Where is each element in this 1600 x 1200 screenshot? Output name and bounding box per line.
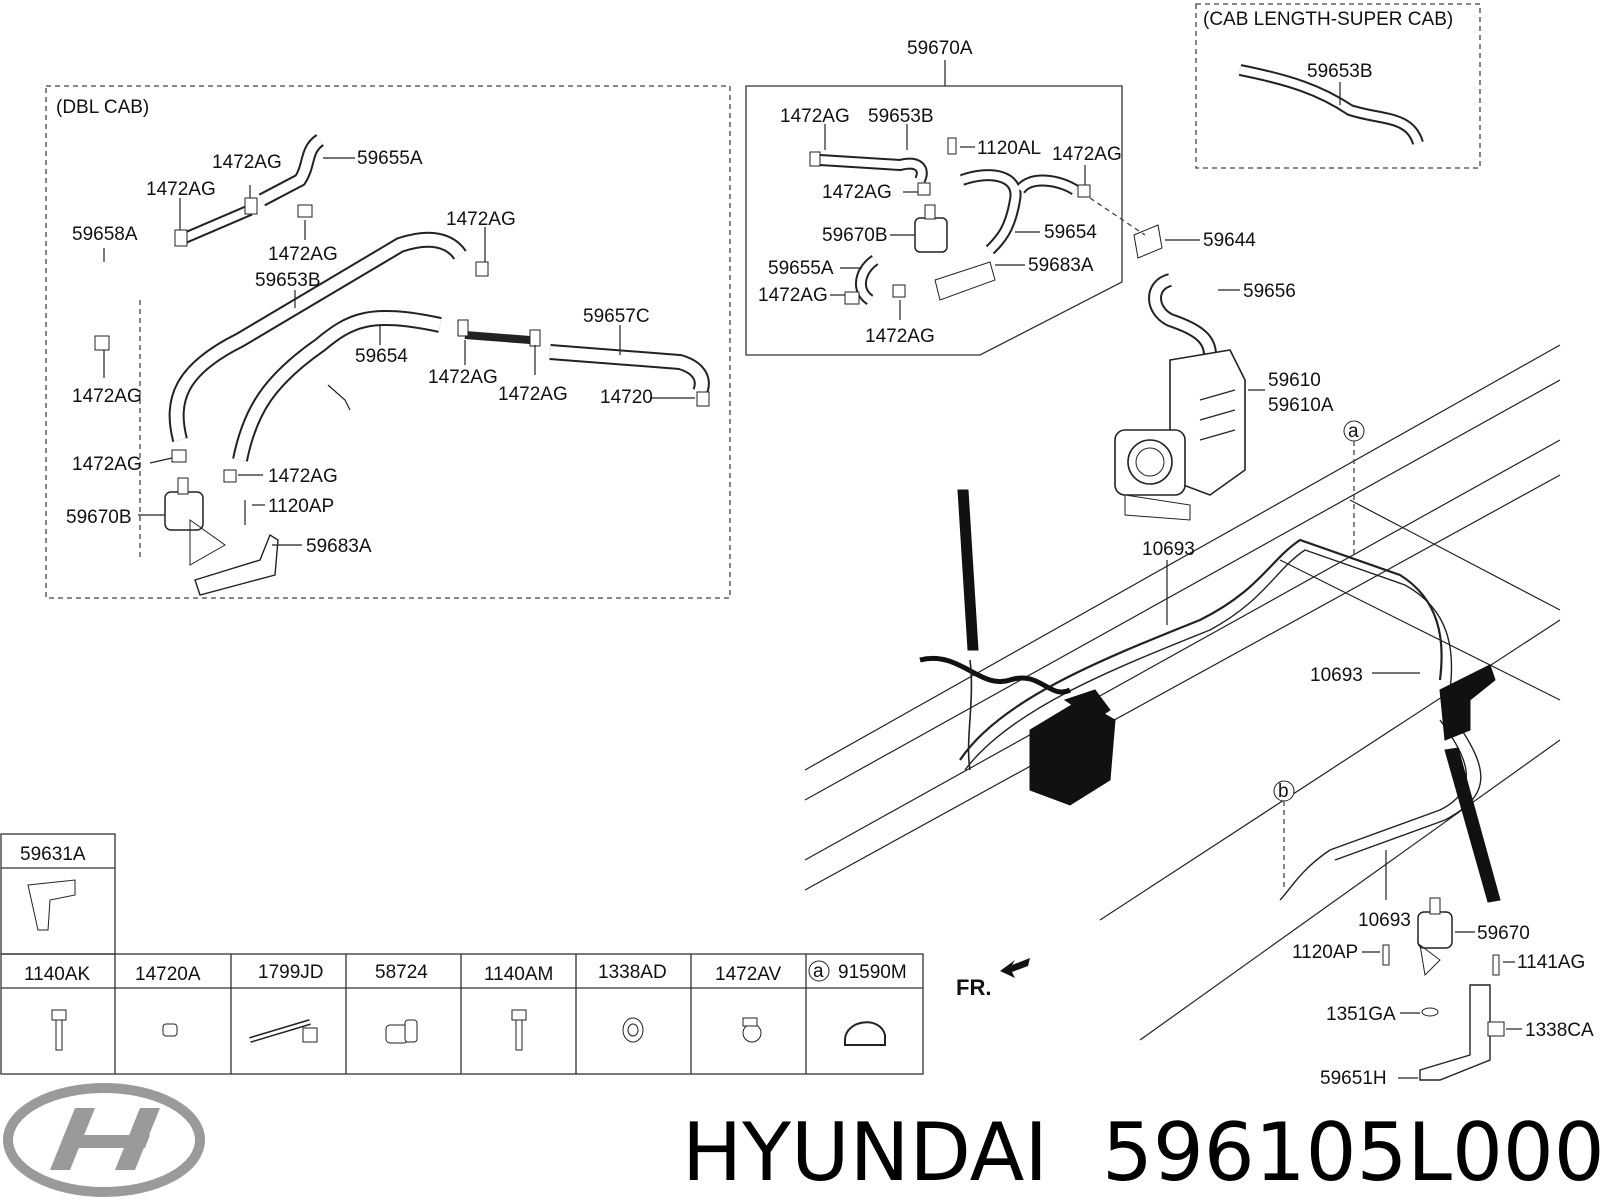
upper-group-panel: 59670A 1472AG 59653B 1120AL (745, 38, 1256, 356)
table-header: 1799JD (258, 962, 324, 983)
table-header: 58724 (375, 962, 428, 983)
callout: 1472AG (72, 454, 142, 475)
callout: 1472AG (212, 152, 282, 173)
bolt-icon (511, 1009, 527, 1051)
bolt-icon (51, 1009, 67, 1051)
callout: 1120AP (1292, 942, 1358, 963)
callout: 59610 (1268, 370, 1321, 391)
brand-name: HYUNDAI (682, 1106, 1048, 1199)
table-marker-a: a (813, 961, 824, 982)
callout: 59683A (1028, 255, 1094, 276)
callout: 1472AG (268, 466, 338, 487)
table-header: 1472AV (715, 964, 782, 985)
callout: 1338CA (1525, 1020, 1594, 1041)
front-arrow-icon (1000, 958, 1030, 978)
hose-clamp-icon (742, 1017, 762, 1043)
table-header: 59631A (20, 844, 86, 865)
elbow-connector-icon (385, 1019, 418, 1044)
callout: 59654 (1044, 222, 1097, 243)
table-header: 1338AD (598, 962, 667, 983)
dbl-cab-panel: (DBL CAB) (45, 85, 731, 599)
super-cab-title: (CAB LENGTH-SUPER CAB) (1203, 9, 1453, 30)
table-header: 1140AK (24, 964, 91, 985)
callout: 1472AG (822, 182, 892, 203)
callout: 59644 (1203, 230, 1256, 251)
super-cab-panel: (CAB LENGTH-SUPER CAB) 59653B (1195, 3, 1481, 169)
callout: 1472AG (498, 384, 568, 405)
callout: 1472AG (72, 386, 142, 407)
front-label: FR. (956, 975, 991, 1000)
callout: 14720 (600, 387, 653, 408)
marker-a: a (1348, 421, 1359, 442)
callout: 59654 (355, 346, 408, 367)
upper-group-title: 59670A (907, 38, 973, 59)
table-header: 14720A (135, 964, 201, 985)
callout: 1472AG (1052, 144, 1122, 165)
grommet-icon (622, 1017, 644, 1043)
callout: 59670B (66, 507, 132, 528)
callout: 1472AG (865, 326, 935, 347)
callout: 1472AG (428, 367, 498, 388)
callout: 59651H (1320, 1068, 1387, 1089)
callout: 59655A (768, 258, 834, 279)
callout: 59656 (1243, 281, 1296, 302)
callout: 59653B (1307, 61, 1373, 82)
main-assembly: a b (804, 273, 1594, 1089)
marker-b: b (1278, 781, 1289, 802)
callout: 59653B (868, 106, 934, 127)
callout: 1472AG (146, 179, 216, 200)
callout: 59670B (822, 225, 888, 246)
callout: 1472AG (780, 106, 850, 127)
callout: 59653B (255, 270, 321, 291)
callout: 59657C (583, 306, 650, 327)
table-header: 91590M (838, 962, 907, 983)
callout: 10693 (1358, 910, 1411, 931)
callout: 59683A (306, 536, 372, 557)
callout: 59670 (1477, 923, 1530, 944)
harness-icon (249, 1019, 318, 1043)
callout: 59658A (72, 224, 138, 245)
callout: 1472AG (446, 209, 516, 230)
parts-table: 59631A 1140AK 14720A 1799JD 58724 1140AM… (0, 833, 924, 1075)
callout: 1472AG (268, 244, 338, 265)
table-header: 1140AM (484, 964, 553, 985)
callout: 59610A (1268, 395, 1334, 416)
callout: 59655A (357, 148, 423, 169)
callout: 1472AG (758, 285, 828, 306)
part-number: 596105L000 (1102, 1106, 1600, 1199)
callout: 10693 (1310, 665, 1363, 686)
hyundai-logo (3, 1083, 205, 1197)
callout: 10693 (1142, 539, 1195, 560)
callout: 1120AL (977, 138, 1041, 159)
dbl-cab-title: (DBL CAB) (56, 97, 149, 118)
p-clip-icon (844, 1021, 886, 1046)
callout: 1120AP (268, 496, 334, 517)
callout: 1351GA (1326, 1004, 1396, 1025)
clip-icon (162, 1023, 178, 1037)
callout: 1141AG (1517, 952, 1585, 973)
